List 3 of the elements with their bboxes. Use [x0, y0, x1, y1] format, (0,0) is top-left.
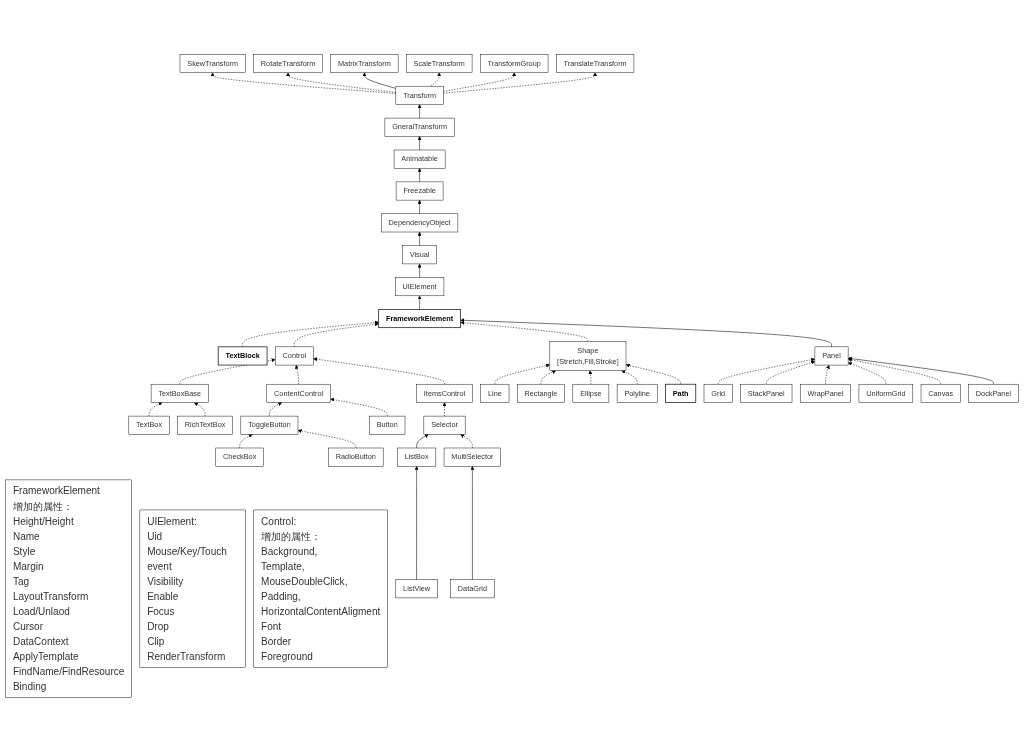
- node-box: UIElement: Uid Mouse/Key/Touch event Visibility Enable Focus Drop Clip RenderTransform: [139, 509, 246, 668]
- node-box: Control: 增加的属性： Background, Template, MouseDoubleClick, Padding, HorizontalContentAligment Font Border Foreground: [253, 509, 388, 668]
- node-box: FrameworkElement 增加的属性： Height/Height Name Style Margin Tag LayoutTransform Load/Unlaod Cursor DataContext ApplyTemplate FindName/FindResource Binding: [5, 479, 132, 698]
